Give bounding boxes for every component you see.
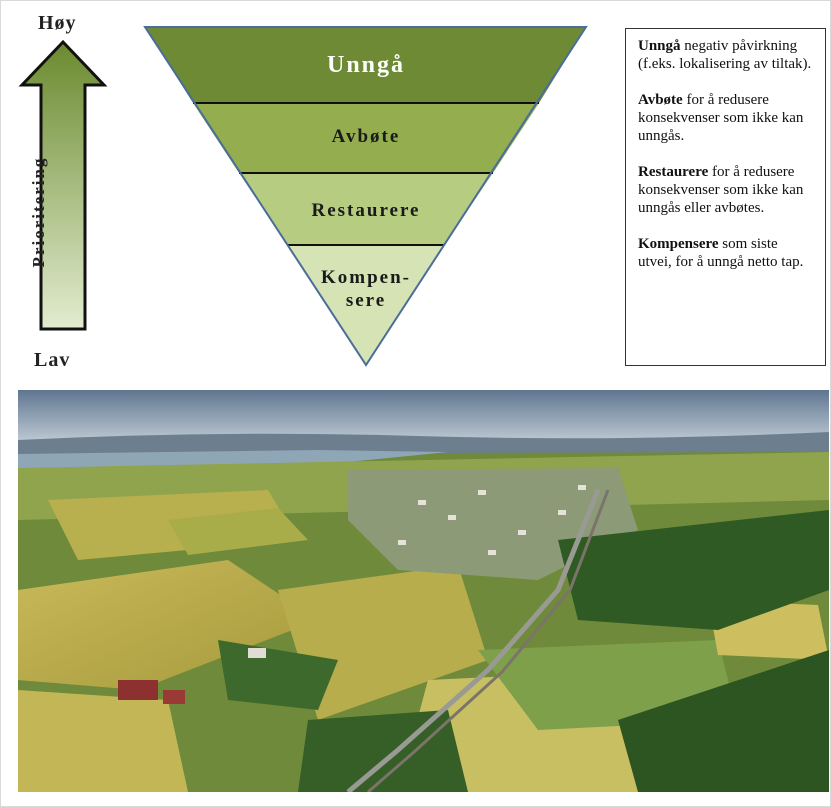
level-avoid <box>145 27 586 103</box>
note-mitigate: Avbøte for å redusere konsekvenser som i… <box>638 92 804 144</box>
level-avoid-label: Unngå <box>326 52 406 78</box>
level-mitigate-label: Avbøte <box>331 126 401 147</box>
level-restore-label: Restaurere <box>311 200 421 221</box>
explanation-box: Unngå negativ påvirkning (f.eks. lokalis… <box>625 28 826 366</box>
level-compensate-label-2: sere <box>345 290 387 311</box>
arrow-priority-label: Prioritering <box>29 156 48 268</box>
arrow-low-label: Lav <box>34 349 71 371</box>
note-compensate: Kompensere som siste utvei, for å unngå … <box>638 236 804 270</box>
priority-arrow <box>18 39 108 331</box>
level-compensate <box>288 245 444 365</box>
mitigation-pyramid <box>143 26 588 367</box>
note-avoid: Unngå negativ påvirkning (f.eks. lokalis… <box>638 38 812 72</box>
note-restore: Restaurere for å redusere konsekvenser s… <box>638 164 804 216</box>
landscape-photo <box>18 390 829 792</box>
level-compensate-label-1: Kompen- <box>321 267 411 288</box>
level-restore <box>239 173 493 245</box>
arrow-high-label: Høy <box>38 12 77 34</box>
level-mitigate <box>193 103 539 173</box>
